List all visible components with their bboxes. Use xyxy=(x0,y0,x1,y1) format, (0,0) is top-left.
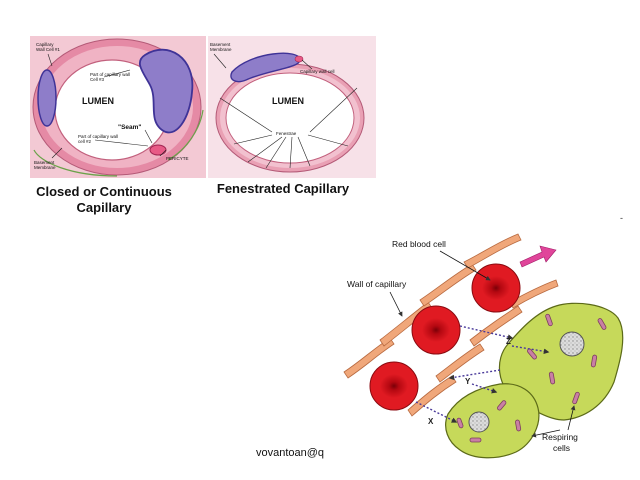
label-closed-basement-b: Membrane xyxy=(34,165,56,170)
label-wall-cell-3-b: Cell #3 xyxy=(90,77,105,82)
fenestrae-lines xyxy=(219,87,358,169)
corner-dash: - xyxy=(620,213,623,223)
cell-nucleus-upper xyxy=(559,331,585,357)
cell-organelles xyxy=(456,313,607,443)
label-fenestrae: Fenestrae xyxy=(276,131,297,136)
arrow-y-left xyxy=(448,369,501,381)
label-fen-wall-cell: Capillary wall cell xyxy=(300,69,335,74)
fenestrated-lumen xyxy=(225,72,355,164)
flow-direction-arrow xyxy=(519,245,557,268)
watermark-text: vovantoan@q xyxy=(256,447,324,459)
label-fen-basement-a: Basement xyxy=(210,42,231,47)
fenestrated-lumen-label: LUMEN xyxy=(272,96,304,106)
label-wall-cell-3-a: Part of capillary wall xyxy=(90,72,130,77)
closed-nucleus-left xyxy=(37,69,57,127)
label-wall-cell-1-a: Capillary xyxy=(36,42,54,47)
label-seam: "Seam" xyxy=(118,124,142,131)
label-red-blood-cell: Red blood cell xyxy=(392,239,446,249)
label-fen-basement-b: Membrane xyxy=(210,47,232,52)
pericyte-shape xyxy=(149,144,167,156)
red-blood-cell-3 xyxy=(369,361,419,411)
label-respiring-b: cells xyxy=(553,443,570,453)
label-closed-basement-a: Basement xyxy=(34,160,55,165)
closed-caption-line1: Closed or Continuous xyxy=(36,184,172,199)
arrow-y-right xyxy=(471,383,498,394)
red-blood-cell-1 xyxy=(471,263,521,313)
label-y: Y xyxy=(465,377,471,386)
fenestrated-capillary-figure: Basement Membrane Capillary wall cell LU… xyxy=(208,36,376,178)
gas-exchange-figure: Z Y X Red blood cell Wall of capillary R… xyxy=(343,233,624,459)
label-pericyte: PERICYTE xyxy=(166,156,189,161)
arrow-z-in xyxy=(459,325,514,340)
label-z: Z xyxy=(506,337,511,346)
closed-basement-line xyxy=(33,149,118,177)
label-x: X xyxy=(428,417,434,426)
red-blood-cell-2 xyxy=(411,305,461,355)
closed-capillary-figure: Capillary Wall Cell #1 Part of capillary… xyxy=(30,36,206,178)
label-wall-of-capillary: Wall of capillary xyxy=(347,279,407,289)
label-wall-cell-2-b: cell #2 xyxy=(78,139,92,144)
label-respiring-a: Respiring xyxy=(542,432,578,442)
arrow-x xyxy=(415,401,458,423)
label-wall-cell-2-a: Part of capillary wall xyxy=(78,134,118,139)
cell-nucleus-lower xyxy=(468,411,490,433)
fenestrated-caption: Fenestrated Capillary xyxy=(217,181,350,196)
label-wall-cell-1-b: Wall Cell #1 xyxy=(36,47,60,52)
closed-nucleus-right xyxy=(139,48,194,134)
closed-lumen-label: LUMEN xyxy=(82,96,114,106)
closed-caption-line2: Capillary xyxy=(77,200,133,215)
fenestrated-nucleus xyxy=(230,52,301,83)
capillary-wall-lower xyxy=(407,279,559,417)
